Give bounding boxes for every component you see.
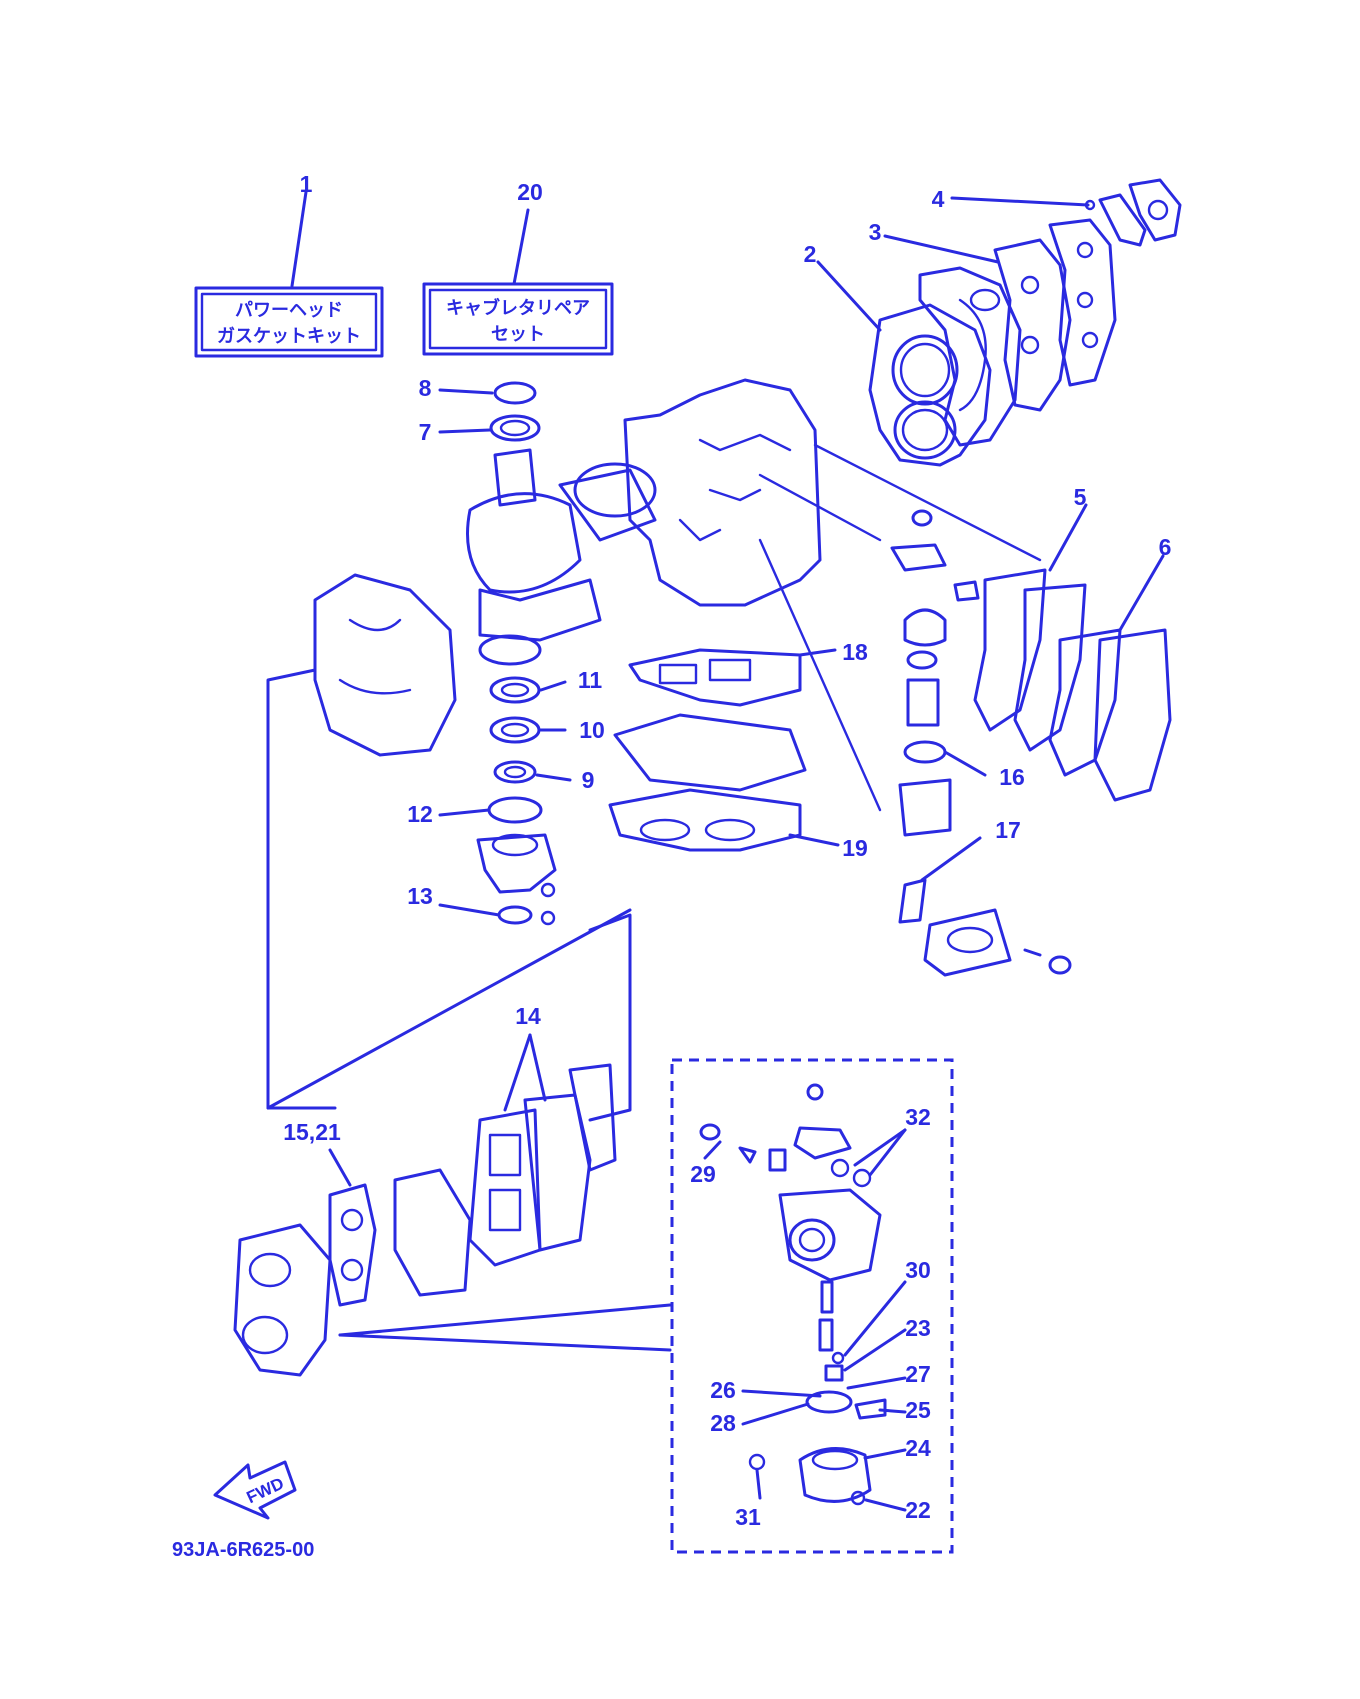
carburetor-repair-kit-box: 20 キャブレタリペア セット xyxy=(422,179,614,356)
callout-17: 17 xyxy=(995,817,1021,843)
callout-23: 23 xyxy=(905,1315,931,1341)
base-gaskets: 18 19 xyxy=(608,639,868,861)
callout-22: 22 xyxy=(905,1497,931,1523)
carb-kit-line1: キャブレタリペア xyxy=(446,297,590,318)
callout-4: 4 xyxy=(932,186,945,212)
callout-6: 6 xyxy=(1159,534,1172,560)
callout-31: 31 xyxy=(735,1504,761,1530)
callout-10: 10 xyxy=(579,717,605,743)
callout-15-21: 15,21 xyxy=(283,1119,341,1145)
callout-24: 24 xyxy=(905,1435,931,1461)
fwd-arrow: FWD xyxy=(213,1460,297,1520)
powerhead-gasket-kit-box: 1 パワーヘッド ガスケットキット xyxy=(194,171,384,358)
carburetor-parts: 32 29 30 23 27 26 25 28 24 31 22 xyxy=(690,1083,931,1530)
callout-13: 13 xyxy=(407,883,433,909)
crankshaft-piston xyxy=(466,448,657,666)
callout-2: 2 xyxy=(804,241,817,267)
callout-30: 30 xyxy=(905,1257,931,1283)
callout-8: 8 xyxy=(419,375,432,401)
crankcase xyxy=(266,573,457,1110)
callout-5: 5 xyxy=(1074,484,1087,510)
exhaust-manifold-parts: 14 xyxy=(266,908,632,1297)
callout-28: 28 xyxy=(710,1410,736,1436)
callout-7: 7 xyxy=(419,419,432,445)
carb-kit-line2: セット xyxy=(491,324,545,344)
callout-19: 19 xyxy=(842,835,868,861)
callout-12: 12 xyxy=(407,801,433,827)
callout-20: 20 xyxy=(517,179,543,205)
callout-26: 26 xyxy=(710,1377,736,1403)
powerhead-kit-line2: ガスケットキット xyxy=(217,326,361,346)
carburetor-detail-box xyxy=(670,1058,954,1554)
reed-valve-gaskets: 5 6 xyxy=(973,484,1172,802)
intake-gasket: 15,21 xyxy=(233,1119,672,1377)
callout-14: 14 xyxy=(515,1003,541,1029)
callout-29: 29 xyxy=(690,1161,716,1187)
callout-32: 32 xyxy=(905,1104,931,1130)
cylinder-head-assembly: 2 3 4 xyxy=(804,178,1182,467)
callout-1: 1 xyxy=(300,171,313,197)
callout-16: 16 xyxy=(999,764,1025,790)
cylinder-block xyxy=(623,378,1042,812)
callout-18: 18 xyxy=(842,639,868,665)
callout-11: 11 xyxy=(578,667,603,693)
callout-27: 27 xyxy=(905,1361,931,1387)
powerhead-kit-line1: パワーヘッド xyxy=(235,300,343,320)
diagram-code: 93JA-6R625-00 xyxy=(172,1539,314,1561)
lower-crank-parts: 11 10 9 12 13 xyxy=(407,667,605,926)
callout-9: 9 xyxy=(582,767,595,793)
callout-25: 25 xyxy=(905,1397,931,1423)
crank-seals-top: 8 7 xyxy=(419,375,541,445)
fuel-pump-parts: 16 xyxy=(890,509,1025,837)
fuel-pump: 17 xyxy=(898,817,1072,977)
callout-3: 3 xyxy=(869,219,882,245)
